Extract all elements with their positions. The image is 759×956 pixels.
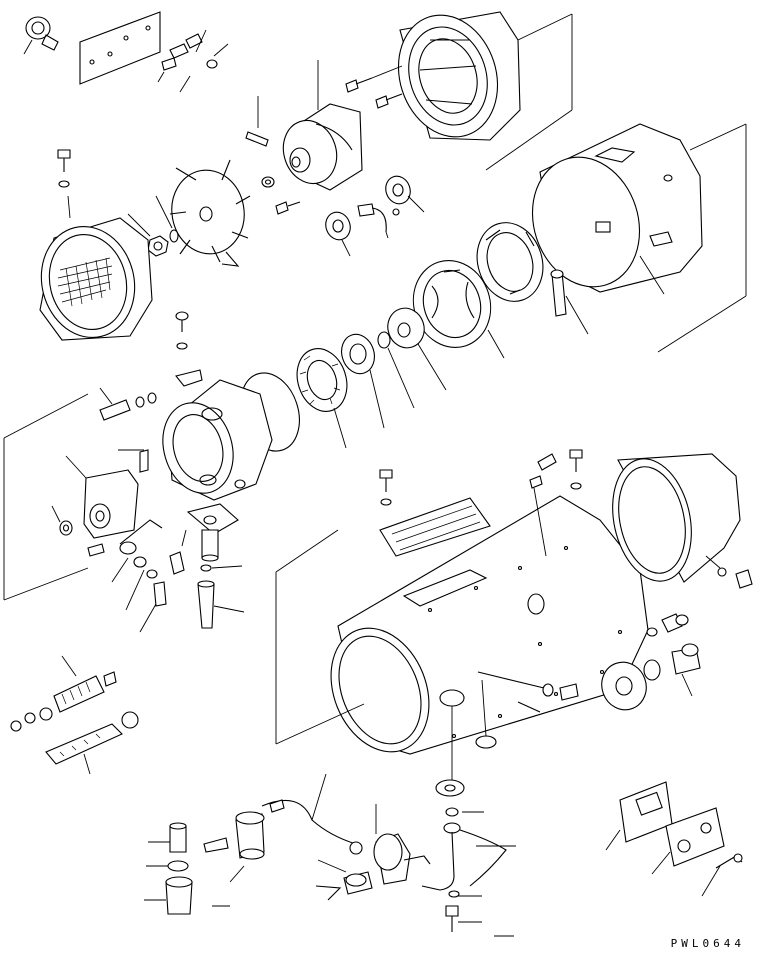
bracket-lines: [3, 393, 89, 601]
flame-sensor-parts: [325, 175, 425, 257]
fuel-pump-block: [65, 449, 149, 539]
combustion-chamber-housing: [531, 123, 747, 353]
pump-washer: [51, 505, 73, 536]
control-panel: [651, 807, 743, 897]
blower-motor: [282, 60, 363, 191]
glow-plug-left: [99, 387, 157, 421]
gasket: [377, 331, 415, 409]
glow-plug-assembly: [10, 655, 117, 732]
inner-ring: [476, 222, 544, 302]
bracket-top: [175, 311, 203, 387]
fan-impeller: [169, 159, 251, 267]
heat-exchanger-ring: [412, 259, 505, 359]
intake-cover: [39, 195, 153, 341]
fuel-pump-motor: [315, 804, 431, 901]
filter-cups-left: [144, 822, 230, 915]
fitting-parts: [157, 29, 229, 93]
casing-screws-top: [379, 449, 583, 557]
shaft-pin: [245, 96, 269, 147]
screws-top: [345, 65, 403, 109]
screw-motor: [275, 201, 301, 215]
exhaust-cone: [612, 453, 753, 589]
drain-parts: [439, 671, 579, 780]
nozzle-plate: [387, 307, 447, 391]
washer-small: [261, 176, 275, 188]
pump-fittings: [87, 519, 187, 633]
cover-screw: [57, 149, 71, 188]
heater-casing: [275, 495, 649, 755]
swirl-vane: [341, 333, 385, 429]
burner-housing: [162, 379, 273, 501]
top-access-plate: [379, 497, 491, 557]
control-label-plate: [605, 781, 673, 851]
blower-housing: [397, 11, 573, 171]
sensor-mount-parts: [601, 613, 701, 711]
document-code: PWL0644: [670, 937, 745, 950]
fan-nut-washer: [127, 195, 179, 257]
intake-mesh: [57, 257, 113, 307]
glow-plug-sleeve: [550, 269, 589, 335]
fuel-filter: [203, 773, 363, 883]
burner-head: [296, 348, 348, 449]
terminal-strip: [45, 711, 139, 775]
control-switch: [23, 16, 59, 55]
flange-tube: [186, 503, 245, 629]
casing-holes: [427, 545, 623, 739]
fuel-line-assembly: [421, 779, 516, 937]
mounting-plate: [79, 11, 161, 85]
